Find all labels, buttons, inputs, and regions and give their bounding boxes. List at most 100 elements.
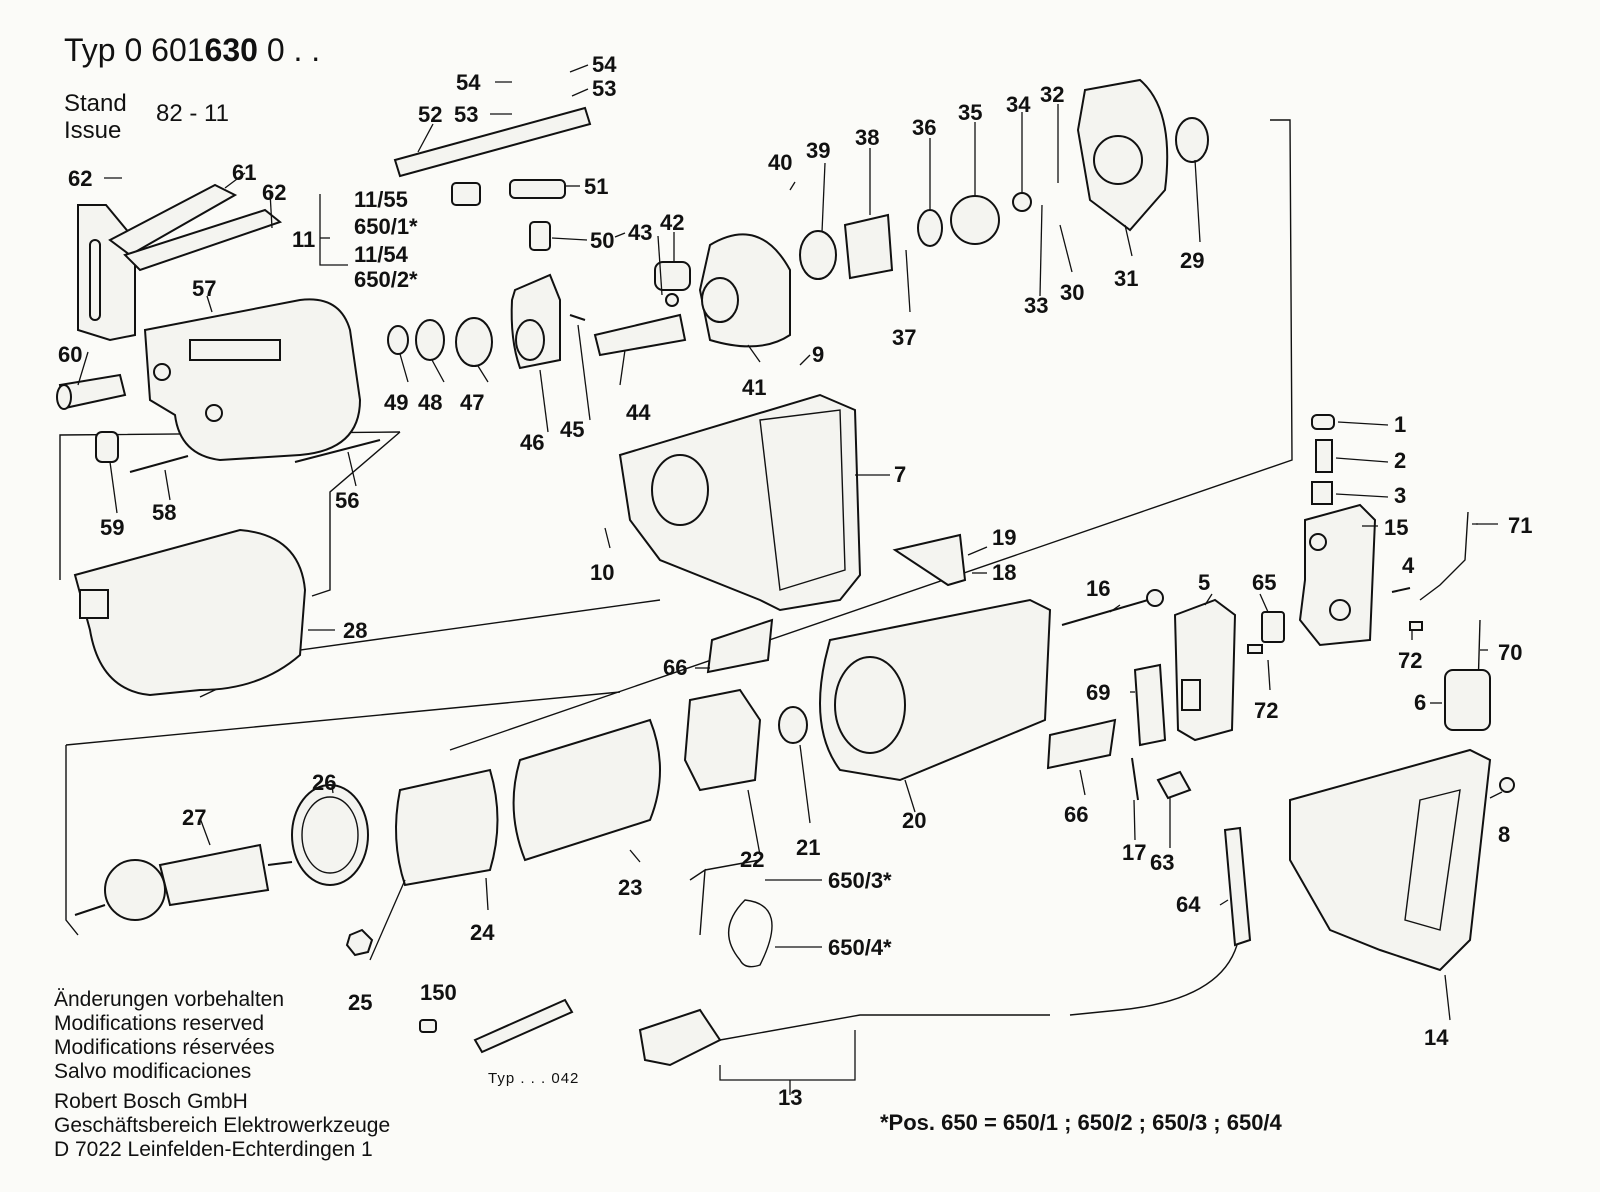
part-45-pin <box>569 314 586 321</box>
part-5-switch <box>1173 598 1237 742</box>
callout-6: 6 <box>1414 690 1426 715</box>
callout-41: 41 <box>742 375 766 400</box>
callout-24: 24 <box>470 920 495 945</box>
part-51-clamp <box>509 179 566 199</box>
part-4-screw <box>1391 587 1411 593</box>
part-71-lead <box>1419 511 1469 601</box>
callout-38: 38 <box>855 125 879 150</box>
callout-5: 5 <box>1198 570 1210 595</box>
part-52-shaft <box>393 106 592 178</box>
company-address: D 7022 Leinfelden-Echterdingen 1 <box>54 1138 373 1161</box>
company-block: Robert Bosch GmbH Geschäftsbereich Elekt… <box>54 1090 390 1162</box>
callout-16: 16 <box>1086 576 1110 601</box>
part-61-arm-lower <box>123 208 283 272</box>
callout-63: 63 <box>1150 850 1174 875</box>
callout-71: 71 <box>1508 513 1532 538</box>
part-65-suppressor <box>1261 611 1285 643</box>
part-7-housing <box>618 393 862 612</box>
part-64-cable-guard <box>1223 826 1252 947</box>
callout-14: 14 <box>1424 1025 1449 1050</box>
callout-66a: 66 <box>663 655 687 680</box>
callout-23: 23 <box>618 875 642 900</box>
callout-150: 150 <box>420 980 457 1005</box>
callout-47: 47 <box>460 390 484 415</box>
part-43-ball <box>665 293 679 307</box>
callout-2: 2 <box>1394 448 1406 473</box>
callout-64: 64 <box>1176 892 1201 917</box>
callout-17: 17 <box>1122 840 1146 865</box>
callout-69: 69 <box>1086 680 1110 705</box>
part-17-screw <box>1131 757 1139 801</box>
callout-20: 20 <box>902 808 926 833</box>
callout-33: 33 <box>1024 293 1048 318</box>
callout-62b: 62 <box>262 180 286 205</box>
callout-46: 46 <box>520 430 544 455</box>
callout-49: 49 <box>384 390 408 415</box>
callout-57: 57 <box>192 276 216 301</box>
callout-70: 70 <box>1498 640 1522 665</box>
part-59-bushing <box>95 431 119 463</box>
callout-18: 18 <box>992 560 1016 585</box>
callout-8: 8 <box>1498 822 1510 847</box>
part-34-washer <box>1012 192 1032 212</box>
callout-48: 48 <box>418 390 442 415</box>
callout-1: 1 <box>1394 412 1406 437</box>
callout-45: 45 <box>560 417 584 442</box>
callout-50: 50 <box>590 228 614 253</box>
note-line-en: Modifications reserved <box>54 1012 265 1035</box>
callout-72a: 72 <box>1398 648 1422 673</box>
callout-36: 36 <box>912 115 936 140</box>
callout-34: 34 <box>1006 92 1031 117</box>
callout-26: 26 <box>312 770 336 795</box>
part-66-label-a <box>706 618 774 674</box>
callout-40: 40 <box>768 150 792 175</box>
part-8-nut <box>1499 777 1515 793</box>
part-19-brush-holder <box>892 533 967 587</box>
part-72-terminal-b <box>1409 621 1423 631</box>
part-25-nut <box>345 928 374 957</box>
callout-58: 58 <box>152 500 176 525</box>
part-22-bracket <box>683 688 762 792</box>
part-13-plug <box>638 1008 722 1067</box>
modification-notes: Änderungen vorbehalten Modifications res… <box>54 988 284 1084</box>
part-150-sleeve <box>419 1019 437 1033</box>
callout-650-2: 650/2* <box>354 267 418 292</box>
part-72-terminal-a <box>1247 644 1263 654</box>
stand-label: Stand <box>64 90 127 117</box>
callout-32: 32 <box>1040 82 1064 107</box>
part-23-field <box>512 718 661 862</box>
part-39-bearing <box>799 230 837 280</box>
callout-27: 27 <box>182 805 206 830</box>
company-name: Robert Bosch GmbH <box>54 1090 248 1113</box>
part-14-handle <box>1289 748 1492 972</box>
callout-22: 22 <box>740 847 764 872</box>
type-number-b: 630 <box>204 32 258 68</box>
part-63-cable-clamp <box>1156 770 1192 800</box>
callout-72b: 72 <box>1254 698 1278 723</box>
part-28-cover <box>73 528 307 697</box>
part-24-field-coil <box>395 768 499 887</box>
callout-21: 21 <box>796 835 820 860</box>
part-47-bearing <box>455 317 493 367</box>
note-line-de: Änderungen vorbehalten <box>54 988 285 1011</box>
callout-44: 44 <box>626 400 651 425</box>
parts-graphics <box>56 78 1515 1067</box>
callout-35: 35 <box>958 100 982 125</box>
part-56-screw <box>294 439 381 463</box>
part-50-bolt <box>529 221 551 251</box>
callout-7: 7 <box>894 462 906 487</box>
part-2-spring <box>1315 439 1333 473</box>
part-26-baffle <box>291 784 369 886</box>
part-11-clamp <box>451 182 481 206</box>
callout-650-4: 650/4* <box>828 935 892 960</box>
callout-31: 31 <box>1114 266 1138 291</box>
callout-29: 29 <box>1180 248 1204 273</box>
callout-4: 4 <box>1402 553 1415 578</box>
callout-59: 59 <box>100 515 124 540</box>
type-number-a: 0 601 <box>124 32 205 68</box>
part-57-gear-housing <box>143 298 362 462</box>
part-13-cable-b <box>719 1014 1050 1041</box>
callout-53a: 53 <box>454 102 478 127</box>
